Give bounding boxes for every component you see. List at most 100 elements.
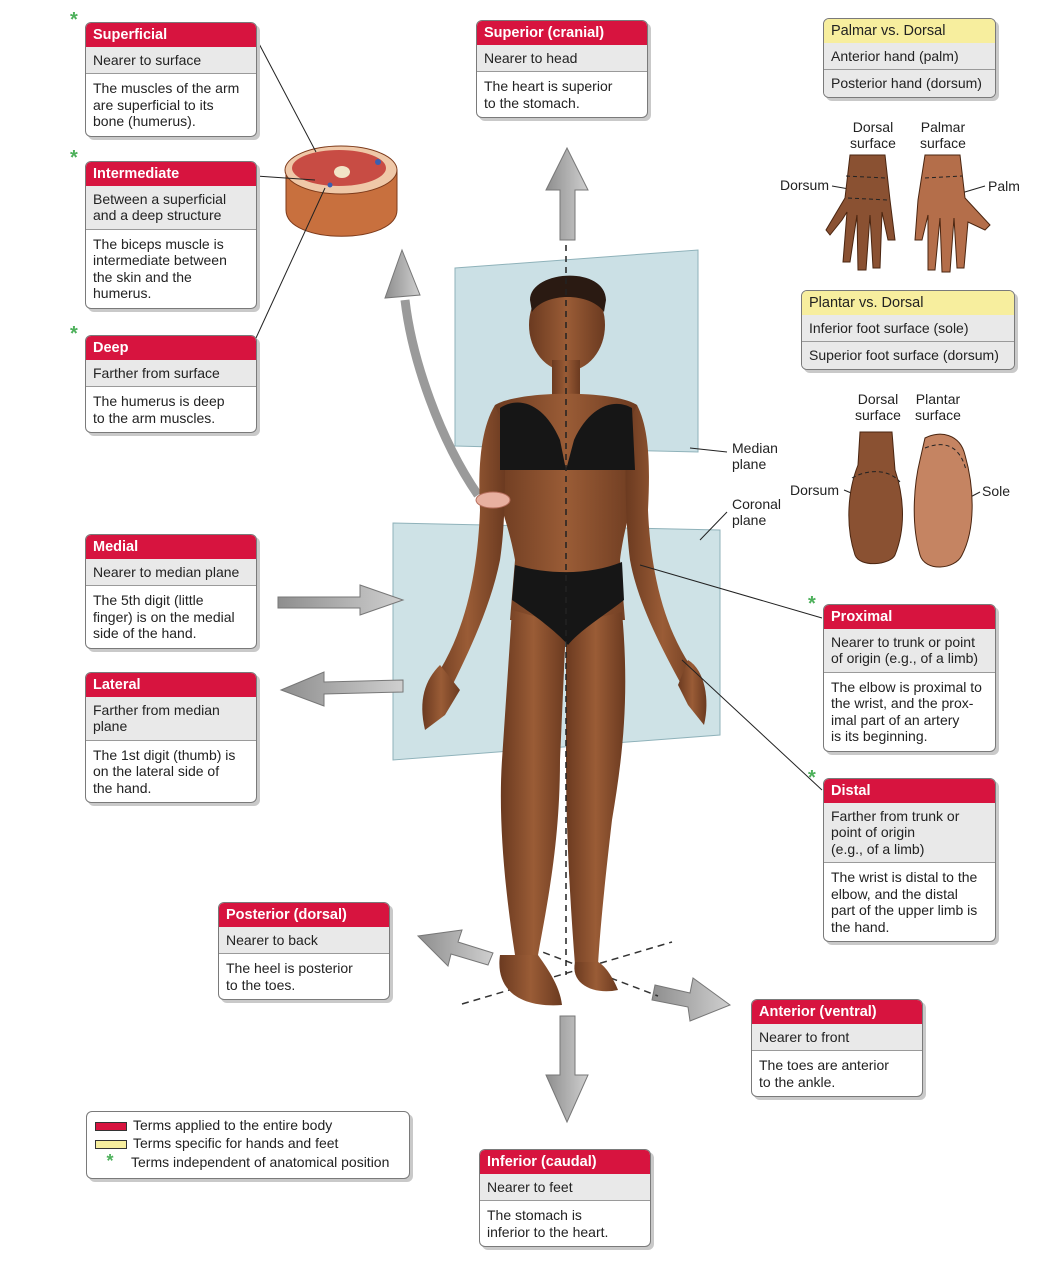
star-intermediate: * [70, 147, 78, 169]
box-title: Superficial [86, 23, 256, 47]
box-title: Posterior (dorsal) [219, 903, 389, 927]
box-title: Anterior (ventral) [752, 1000, 922, 1024]
legend-row-independent: * Terms independent of anatomical positio… [95, 1151, 390, 1171]
box-superficial: Superficial Nearer to surface The muscle… [85, 22, 257, 137]
posterior-arrow [416, 929, 494, 967]
star-superficial: * [70, 9, 78, 31]
foot-dorsum-outline [851, 471, 901, 483]
legend-independent: Terms independent of anatomical position [131, 1154, 390, 1170]
box-title: Plantar vs. Dorsal [802, 291, 1014, 315]
star-distal: * [808, 767, 816, 789]
label-median-plane: Median plane [732, 440, 778, 472]
label-plantar-surface: Plantar surface [915, 391, 961, 423]
box-superior: Superior (cranial) Nearer to head The he… [476, 20, 648, 118]
box-example: The 5th digit (little finger) is on the … [93, 592, 235, 641]
box-definition: Nearer to back [219, 926, 389, 954]
star-deep: * [70, 323, 78, 345]
box-title: Proximal [824, 605, 995, 629]
box-plantar-dorsal: Plantar vs. Dorsal Inferior foot surface… [801, 290, 1015, 370]
legend: Terms applied to the entire body Terms s… [86, 1111, 410, 1179]
label-dorsal-surface-hand: Dorsal surface [850, 119, 896, 151]
box-proximal: Proximal Nearer to trunk or point of ori… [823, 604, 996, 752]
lateral-arrow [279, 671, 404, 707]
box-example: The wrist is distal to the elbow, and th… [831, 869, 978, 935]
box-definition: Farther from trunk or point of origin (e… [824, 802, 995, 863]
box-title: Deep [86, 336, 256, 360]
box-deep: Deep Farther from surface The humerus is… [85, 335, 257, 433]
box-definition: Nearer to surface [86, 46, 256, 74]
hand-palm-outline [924, 175, 963, 179]
box-title: Superior (cranial) [477, 21, 647, 45]
inferior-arrow [545, 1015, 589, 1124]
label-palm: Palm [988, 178, 1020, 194]
foot-sole-outline [924, 444, 967, 471]
box-example: The heart is superior to the stomach. [484, 78, 613, 111]
box-title: Inferior (caudal) [480, 1150, 650, 1174]
box-example: The 1st digit (thumb) is on the lateral … [93, 746, 236, 796]
box-example: The elbow is proximal to the wrist, and … [831, 678, 982, 745]
star-proximal: * [808, 593, 816, 615]
label-dorsum-hand: Dorsum [780, 177, 830, 193]
hand-palm [914, 154, 991, 273]
foot-sole [913, 433, 973, 568]
hand-dorsum [825, 154, 896, 271]
curved-arrow [384, 248, 482, 498]
box-distal: Distal Farther from trunk or point of or… [823, 778, 996, 942]
box-inferior: Inferior (caudal) Nearer to feet The sto… [479, 1149, 651, 1247]
box-example: The heel is posterior to the toes. [226, 960, 353, 993]
box-definition: Nearer to median plane [86, 558, 256, 586]
superior-arrow [545, 146, 589, 241]
legend-entire-body: Terms applied to the entire body [133, 1117, 333, 1133]
box-title: Medial [86, 535, 256, 559]
box-example: The stomach is inferior to the heart. [487, 1207, 609, 1240]
label-palmar-surface: Palmar surface [920, 119, 966, 151]
box-definition: Nearer to trunk or point of origin (e.g.… [824, 628, 995, 673]
box-definition: Farther from surface [86, 359, 256, 387]
box-definition: Nearer to head [477, 44, 647, 72]
box-definition-2: Superior foot surface (dorsum) [802, 342, 1014, 369]
box-definition-1: Anterior hand (palm) [824, 42, 995, 70]
box-palmar-dorsal: Palmar vs. Dorsal Anterior hand (palm) P… [823, 18, 996, 98]
box-title: Distal [824, 779, 995, 803]
box-definition: Nearer to front [752, 1023, 922, 1051]
medial-arrow [277, 584, 405, 616]
label-dorsal-surface-foot: Dorsal surface [855, 391, 901, 423]
label-dorsum-foot: Dorsum [790, 482, 840, 498]
legend-row-entire-body: Terms applied to the entire body [95, 1117, 332, 1133]
box-definition: Between a superficial and a deep structu… [86, 185, 256, 230]
arm-cross-section [284, 145, 398, 237]
box-definition: Nearer to feet [480, 1173, 650, 1201]
box-example: The humerus is deep to the arm muscles. [93, 393, 225, 426]
body-figure [422, 275, 707, 1006]
anterior-arrow [651, 977, 732, 1022]
bra [500, 402, 635, 470]
box-definition-2: Posterior hand (dorsum) [824, 70, 995, 97]
box-title: Lateral [86, 673, 256, 697]
foot-dorsum [848, 431, 903, 565]
box-example: The toes are anterior to the ankle. [759, 1057, 889, 1090]
box-example: The muscles of the arm are superficial t… [93, 80, 240, 129]
legend-red-swatch [95, 1121, 127, 1131]
box-anterior: Anterior (ventral) Nearer to front The t… [751, 999, 923, 1097]
legend-star: * [106, 1151, 114, 1171]
box-title: Intermediate [86, 162, 256, 186]
label-sole: Sole [982, 483, 1011, 499]
legend-row-hands-feet: Terms specific for hands and feet [95, 1135, 338, 1151]
arm-section-marker [475, 491, 511, 509]
box-posterior: Posterior (dorsal) Nearer to back The he… [218, 902, 390, 1000]
ground-axis-anteroposterior [531, 947, 659, 997]
box-title: Palmar vs. Dorsal [824, 19, 995, 43]
box-medial: Medial Nearer to median plane The 5th di… [85, 534, 257, 649]
legend-yellow-swatch [95, 1139, 127, 1149]
ground-axis-transverse [461, 941, 673, 1005]
legend-hands-feet: Terms specific for hands and feet [133, 1135, 339, 1151]
box-lateral: Lateral Farther from median plane The 1s… [85, 672, 257, 803]
leader-lines [255, 37, 986, 791]
box-example: The biceps muscle is intermediate betwee… [93, 235, 227, 302]
box-intermediate: Intermediate Between a superficial and a… [85, 161, 257, 309]
box-definition-1: Inferior foot surface (sole) [802, 314, 1014, 342]
label-coronal-plane: Coronal plane [732, 496, 782, 528]
box-definition: Farther from median plane [86, 696, 256, 741]
briefs [512, 562, 624, 645]
